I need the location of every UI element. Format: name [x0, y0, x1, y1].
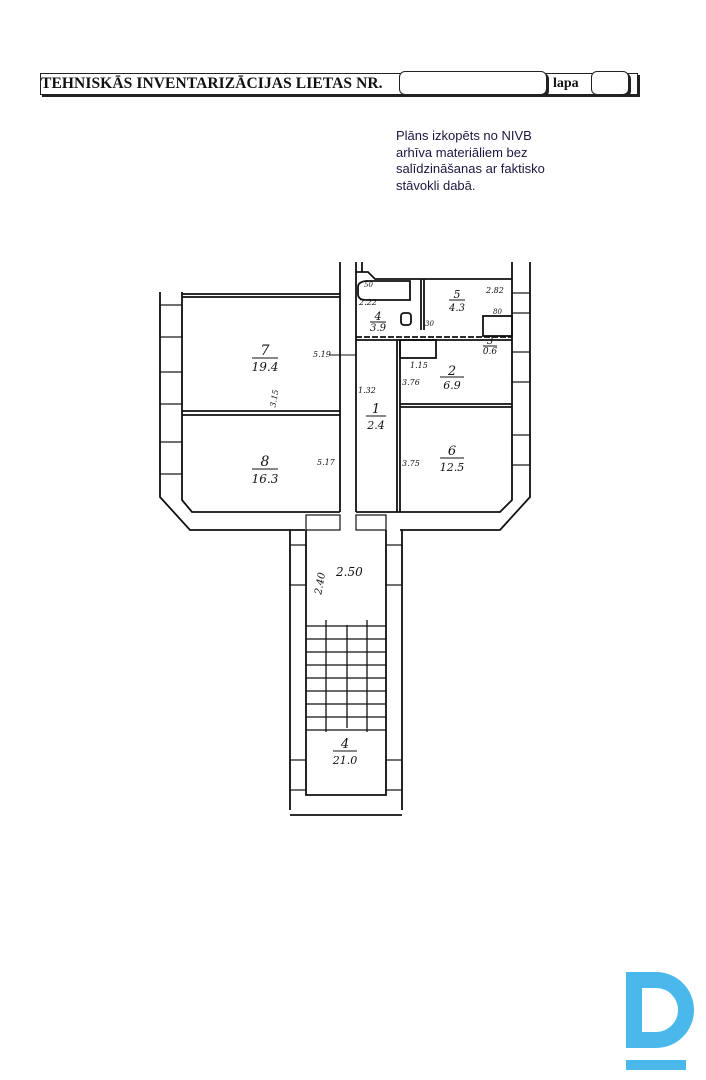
svg-text:6.9: 6.9 — [443, 379, 461, 392]
svg-text:30: 30 — [425, 320, 434, 328]
svg-text:80: 80 — [493, 308, 502, 316]
room-labels: 719.4 816.3 12.4 612.5 26.9 43.9 54.3 30… — [252, 288, 498, 767]
svg-text:4.3: 4.3 — [448, 303, 465, 314]
svg-text:1.32: 1.32 — [358, 386, 376, 395]
page-label: lapa — [553, 76, 579, 91]
svg-text:4: 4 — [340, 737, 349, 752]
archive-note: Plāns izkopēts no NIVB arhīva materiālie… — [396, 128, 545, 194]
svg-text:5.17: 5.17 — [317, 458, 336, 467]
svg-text:2.50: 2.50 — [335, 565, 363, 579]
svg-text:2.22: 2.22 — [358, 298, 377, 307]
room-2: 26.9 — [440, 364, 464, 392]
room-8: 816.3 — [252, 454, 279, 486]
svg-text:2: 2 — [447, 364, 456, 379]
room-5: 54.3 — [448, 288, 465, 314]
svg-text:1: 1 — [372, 402, 380, 417]
svg-text:2.4: 2.4 — [366, 419, 385, 432]
case-number-field[interactable] — [399, 71, 547, 95]
room-4-bath: 43.9 — [370, 310, 387, 334]
header-title: TEHNISKĀS INVENTARIZĀCIJAS LIETAS NR. — [41, 75, 383, 92]
room-4-stair: 421.0 — [332, 737, 358, 767]
svg-text:2.82: 2.82 — [485, 286, 504, 295]
svg-text:3.15: 3.15 — [269, 389, 281, 408]
svg-text:1.15: 1.15 — [410, 361, 428, 370]
note-line: stāvokli dabā. — [396, 177, 476, 193]
stair-treads — [306, 625, 386, 731]
svg-text:2.40: 2.40 — [313, 571, 328, 596]
walls — [159, 262, 531, 816]
room-7: 719.4 — [252, 343, 279, 374]
svg-text:21.0: 21.0 — [332, 754, 358, 767]
dimension-labels: 5.19 3.15 5.17 1.32 3.76 3.75 1.15 2.82 … — [269, 281, 504, 596]
svg-text:3.75: 3.75 — [402, 459, 420, 468]
d-logo — [626, 972, 694, 1070]
svg-text:8: 8 — [261, 454, 270, 470]
case-header: TEHNISKĀS INVENTARIZĀCIJAS LIETAS NR. la… — [40, 71, 638, 95]
svg-text:7: 7 — [261, 343, 270, 359]
note-line: salīdzināšanas ar faktisko — [396, 161, 545, 176]
svg-text:5.19: 5.19 — [313, 350, 331, 359]
room-6: 612.5 — [440, 444, 465, 474]
page-number-field[interactable] — [591, 71, 629, 95]
svg-text:3: 3 — [487, 336, 493, 347]
room-3: 30.6 — [483, 336, 498, 357]
svg-text:3.9: 3.9 — [370, 323, 387, 334]
svg-text:0.6: 0.6 — [483, 347, 498, 357]
svg-text:16.3: 16.3 — [252, 472, 279, 486]
note-line: Plāns izkopēts no NIVB — [396, 128, 532, 143]
stair-rails — [325, 620, 368, 732]
svg-text:6: 6 — [448, 444, 456, 459]
svg-text:12.5: 12.5 — [440, 461, 465, 474]
note-line: arhīva materiāliem bez — [396, 144, 528, 160]
svg-text:19.4: 19.4 — [252, 360, 279, 374]
room-1: 12.4 — [366, 402, 386, 432]
svg-text:50: 50 — [364, 281, 373, 289]
svg-text:4: 4 — [374, 310, 382, 323]
svg-text:5: 5 — [454, 288, 461, 301]
svg-text:3.76: 3.76 — [402, 378, 420, 387]
